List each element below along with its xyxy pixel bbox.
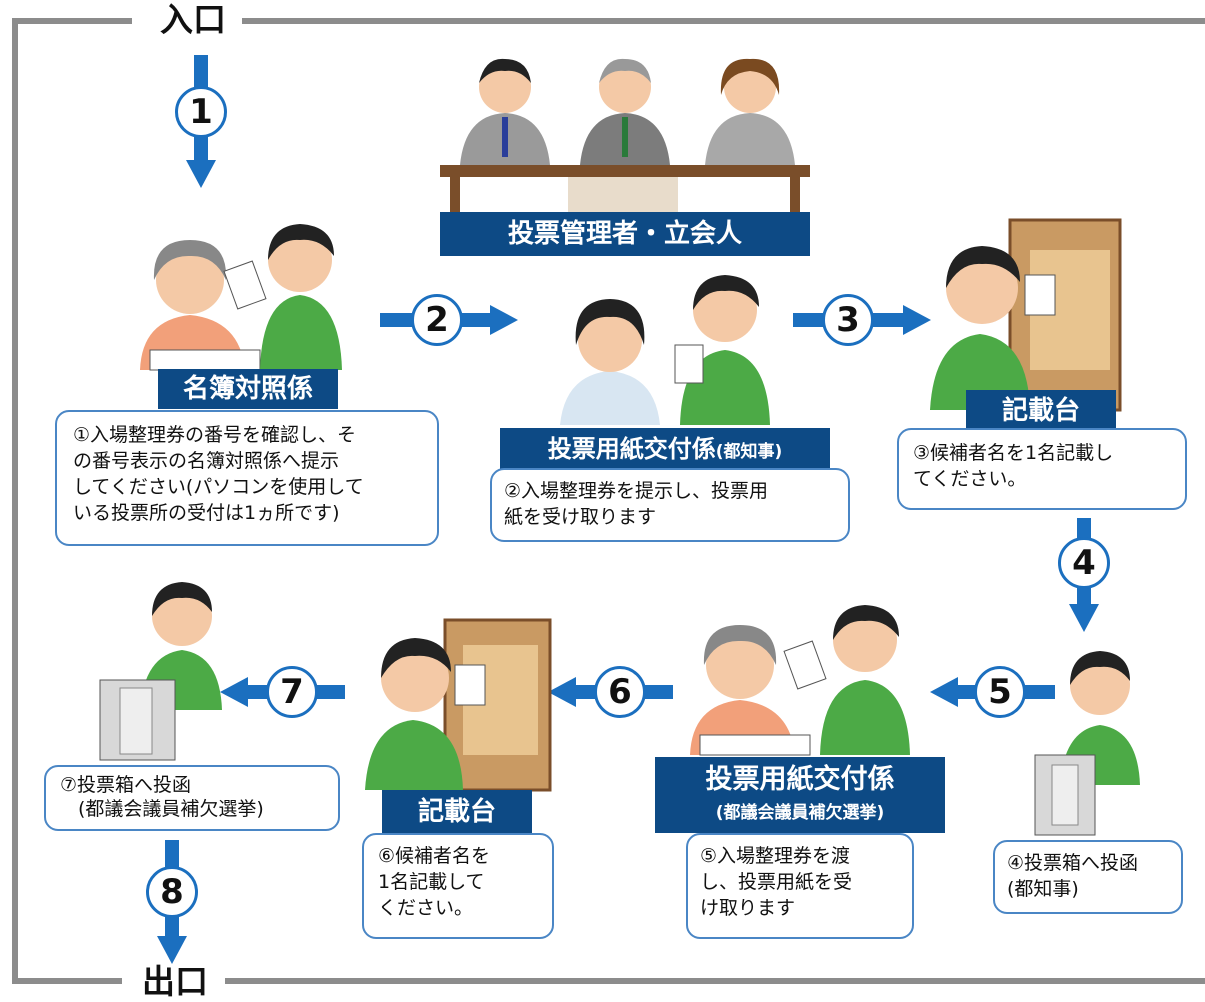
frame-bottom-right	[225, 978, 1205, 984]
writing-desk-1-label: 記載台	[966, 390, 1116, 432]
ballot-issue-assembly-label: 投票用紙交付係 (都議会議員補欠選挙)	[655, 757, 945, 833]
note-step-5: ⑤入場整理券を渡 し、投票用紙を受 け取ります	[686, 833, 914, 939]
frame-top-right	[240, 18, 1205, 24]
arrow-8-head	[157, 936, 187, 964]
arrow-7-head	[220, 677, 248, 707]
ballot-issue-governor-sub: (都知事)	[715, 442, 783, 462]
step-2-badge: 2	[411, 294, 463, 346]
ballot-issue-governor-label: 投票用紙交付係(都知事)	[500, 428, 830, 470]
writing-desk-1-illustration	[930, 218, 1122, 412]
ballot-issue-assembly-illustration	[690, 605, 910, 756]
register-check-label: 名簿対照係	[158, 369, 338, 409]
step-1-badge: 1	[175, 86, 227, 138]
frame-top-left	[12, 18, 132, 24]
arrow-4-head	[1069, 604, 1099, 632]
step-3-badge: 3	[822, 294, 874, 346]
note-step-6: ⑥候補者名を 1名記載して ください。	[362, 833, 554, 939]
ballot-issue-assembly-sub: (都議会議員補欠選挙)	[715, 803, 885, 823]
note-step-3: ③候補者名を1名記載し てください。	[897, 428, 1187, 510]
step-6-badge: 6	[594, 666, 646, 718]
step-7-badge: 7	[266, 666, 318, 718]
note-step-1: ①入場整理券の番号を確認し、そ の番号表示の名簿対照係へ提示 してください(パソ…	[55, 410, 439, 546]
frame-bottom-left	[12, 978, 122, 984]
note-step-2: ②入場整理券を提示し、投票用 紙を受け取ります	[490, 468, 850, 542]
step-8-badge: 8	[146, 866, 198, 918]
entrance-label: 入口	[144, 0, 242, 40]
step-5-badge: 5	[974, 666, 1026, 718]
step-4-badge: 4	[1058, 537, 1110, 589]
arrow-5-head	[930, 677, 958, 707]
ballot-issue-assembly-main: 投票用紙交付係	[705, 764, 895, 795]
note-step-7: ⑦投票箱へ投函 (都議会議員補欠選挙)	[44, 765, 340, 831]
note-step-4: ④投票箱へ投函 (都知事)	[993, 840, 1183, 914]
arrow-6-head	[548, 677, 576, 707]
arrow-2-head	[490, 305, 518, 335]
ballot-box-governor-illustration	[1034, 651, 1140, 836]
register-check-illustration	[140, 224, 342, 371]
ballot-box-assembly-illustration	[99, 582, 222, 761]
officials-illustration	[440, 58, 810, 215]
writing-desk-2-label: 記載台	[382, 790, 532, 834]
exit-label: 出口	[126, 962, 224, 1002]
writing-desk-2-illustration	[365, 618, 552, 792]
ballot-issue-governor-illustration	[560, 275, 770, 425]
arrow-1-head	[186, 160, 216, 188]
officials-label: 投票管理者・立会人	[440, 212, 810, 256]
ballot-issue-governor-main: 投票用紙交付係	[547, 435, 716, 463]
arrow-3-head	[903, 305, 931, 335]
frame-left	[12, 18, 18, 984]
